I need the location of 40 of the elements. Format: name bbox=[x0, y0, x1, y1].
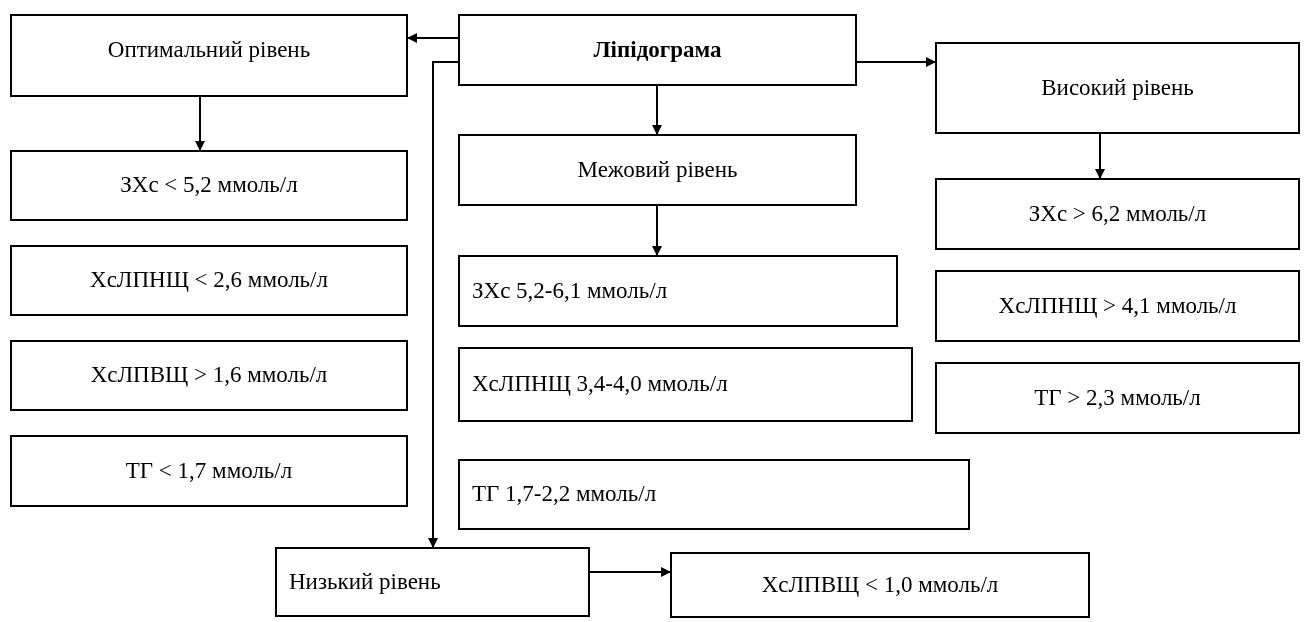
box-label: Низький рівень bbox=[289, 567, 441, 596]
text-box bbox=[275, 547, 590, 617]
box-label: ХсЛПНЩ 3,4-4,0 ммоль/л bbox=[472, 370, 728, 399]
box-label: ХсЛПВЩ < 1,0 ммоль/л bbox=[761, 570, 999, 599]
text-box bbox=[10, 245, 408, 316]
text-box bbox=[935, 270, 1300, 342]
text-box bbox=[10, 14, 408, 97]
box-label: ЗХс > 6,2 ммоль/л bbox=[1028, 199, 1207, 228]
text-box bbox=[10, 340, 408, 411]
box-label: ХсЛПНЩ < 2,6 ммоль/л bbox=[90, 266, 328, 295]
box-label: Ліпідограма bbox=[593, 35, 722, 64]
arrow bbox=[195, 96, 205, 151]
box-label: ТГ 1,7-2,2 ммоль/л bbox=[472, 480, 657, 509]
box-label: Високий рівень bbox=[1041, 73, 1194, 102]
text-box bbox=[935, 178, 1300, 250]
arrow bbox=[428, 61, 459, 548]
box-label: ХсЛПНЩ > 4,1 ммоль/л bbox=[998, 291, 1237, 320]
text-box bbox=[670, 552, 1090, 618]
box-label: ЗХс 5,2-6,1 ммоль/л bbox=[472, 276, 668, 305]
arrow bbox=[1095, 133, 1105, 179]
text-box bbox=[458, 255, 898, 327]
text-box bbox=[458, 347, 913, 422]
text-box bbox=[10, 150, 408, 221]
arrow bbox=[652, 85, 662, 135]
box-label: ТГ < 1,7 ммоль/л bbox=[125, 456, 293, 485]
text-box bbox=[935, 42, 1300, 134]
text-box bbox=[935, 362, 1300, 434]
box-label: ХсЛПВЩ > 1,6 ммоль/л bbox=[90, 361, 328, 390]
box-label: Оптимальний рівень bbox=[107, 36, 311, 64]
arrow bbox=[652, 205, 662, 256]
text-box bbox=[458, 14, 857, 86]
text-box bbox=[10, 435, 408, 507]
text-box bbox=[458, 134, 857, 206]
arrow bbox=[856, 57, 936, 67]
box-label: ЗХс < 5,2 ммоль/л bbox=[120, 171, 298, 200]
text-box bbox=[458, 459, 970, 530]
arrow bbox=[589, 567, 671, 577]
box-label: ТГ > 2,3 ммоль/л bbox=[1034, 383, 1201, 412]
arrow bbox=[407, 33, 459, 43]
box-label: Межовий рівень bbox=[577, 156, 738, 184]
